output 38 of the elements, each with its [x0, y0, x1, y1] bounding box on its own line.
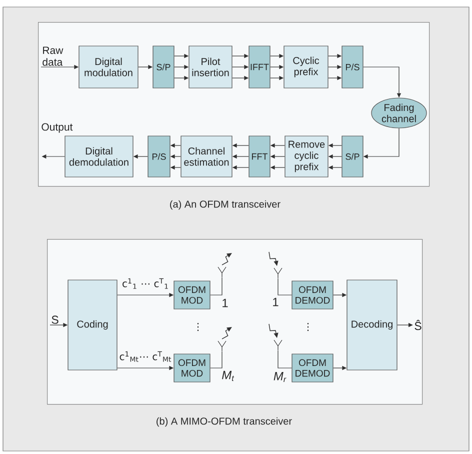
antenna-label: 1 [273, 298, 278, 306]
process-box: S/P [342, 136, 364, 178]
process-box: S/P [152, 46, 174, 88]
process-box: Coding [68, 280, 118, 370]
process-box: Remove cyclic prefix [284, 136, 328, 178]
process-box: Decoding [346, 280, 398, 370]
process-box: Pilot insertion [188, 46, 232, 88]
process-box: FFT [248, 136, 270, 178]
process-box: Digital modulation [78, 46, 138, 88]
connector-line [210, 276, 222, 296]
connector-line [210, 350, 222, 368]
antenna-label: M$_{r}$ [274, 372, 286, 382]
vertical-ellipsis: ⋮ [307, 322, 309, 332]
process-box: OFDM DEMOD [292, 354, 334, 382]
antenna-label: 1 [222, 298, 228, 308]
process-box: OFDM DEMOD [292, 280, 334, 310]
antenna-symbol [274, 340, 282, 350]
input-label: S [52, 316, 58, 324]
process-box: Channel estimation [180, 136, 232, 178]
process-box: Cyclic prefix [284, 46, 328, 88]
panel-caption: (a) An OFDM transceiver [170, 200, 280, 210]
connector-line [278, 278, 292, 296]
connector-line [278, 350, 292, 368]
antenna-symbol [218, 266, 226, 278]
input-label: Raw data [42, 46, 64, 66]
process-box: IFFT [248, 46, 270, 88]
process-box: P/S [342, 46, 364, 88]
process-box: OFDM MOD [174, 354, 210, 382]
process-box: OFDM MOD [174, 280, 210, 310]
output-label: Output [42, 123, 73, 133]
panel-caption: (b) A MIMO-OFDM transceiver [156, 417, 292, 427]
vertical-ellipsis: ⋮ [197, 322, 199, 332]
output-label: Ŝ [414, 320, 422, 330]
process-box: Digital demodulation [64, 136, 134, 178]
process-box: P/S [148, 136, 170, 178]
antenna-symbol [218, 340, 226, 352]
antenna-symbol [274, 268, 282, 278]
antenna-label: M$_{t}$ [222, 370, 234, 382]
